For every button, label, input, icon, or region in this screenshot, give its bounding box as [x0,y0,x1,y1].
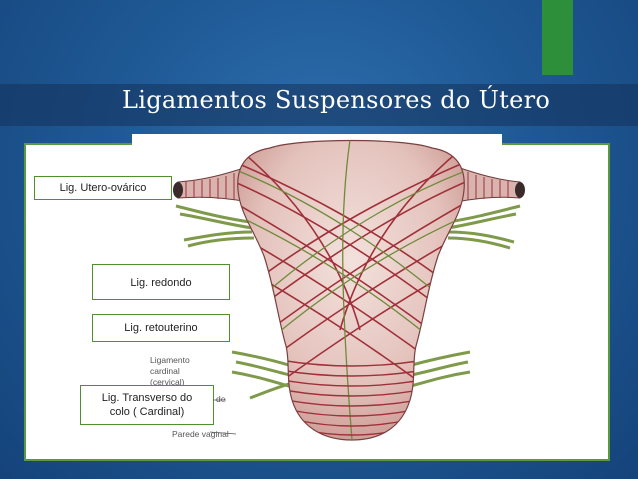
figure-text-parede-vaginal: Parede vaginal [172,429,229,439]
label-transverso-line2: colo ( Cardinal) [109,406,185,418]
left-uterine-tube [173,167,249,203]
figure-text-de: de [216,394,226,404]
label-utero-ovarico: Lig. Utero-ovárico [34,176,172,200]
label-retouterino: Lig. retouterino [92,314,230,342]
label-transverso-line1: Lig. Transverso do [101,392,193,404]
accent-bar [542,0,573,75]
slide-title: Ligamentos Suspensores do Útero [122,86,551,114]
label-retouterino-text: Lig. retouterino [124,322,198,334]
label-redondo: Lig. redondo [92,264,230,300]
figure-text-cervical: (cervical) [150,377,185,387]
label-transverso-colo: Lig. Transverso do colo ( Cardinal) [80,385,214,425]
title-band [0,84,638,126]
right-uterine-tube [455,167,525,203]
figure-text-ligamento: Ligamento [150,355,190,365]
label-utero-ovarico-text: Lig. Utero-ovárico [59,182,147,194]
leader-lines [209,399,237,435]
label-redondo-text: Lig. redondo [130,277,192,289]
figure-text-cardinal: cardinal [150,366,180,376]
